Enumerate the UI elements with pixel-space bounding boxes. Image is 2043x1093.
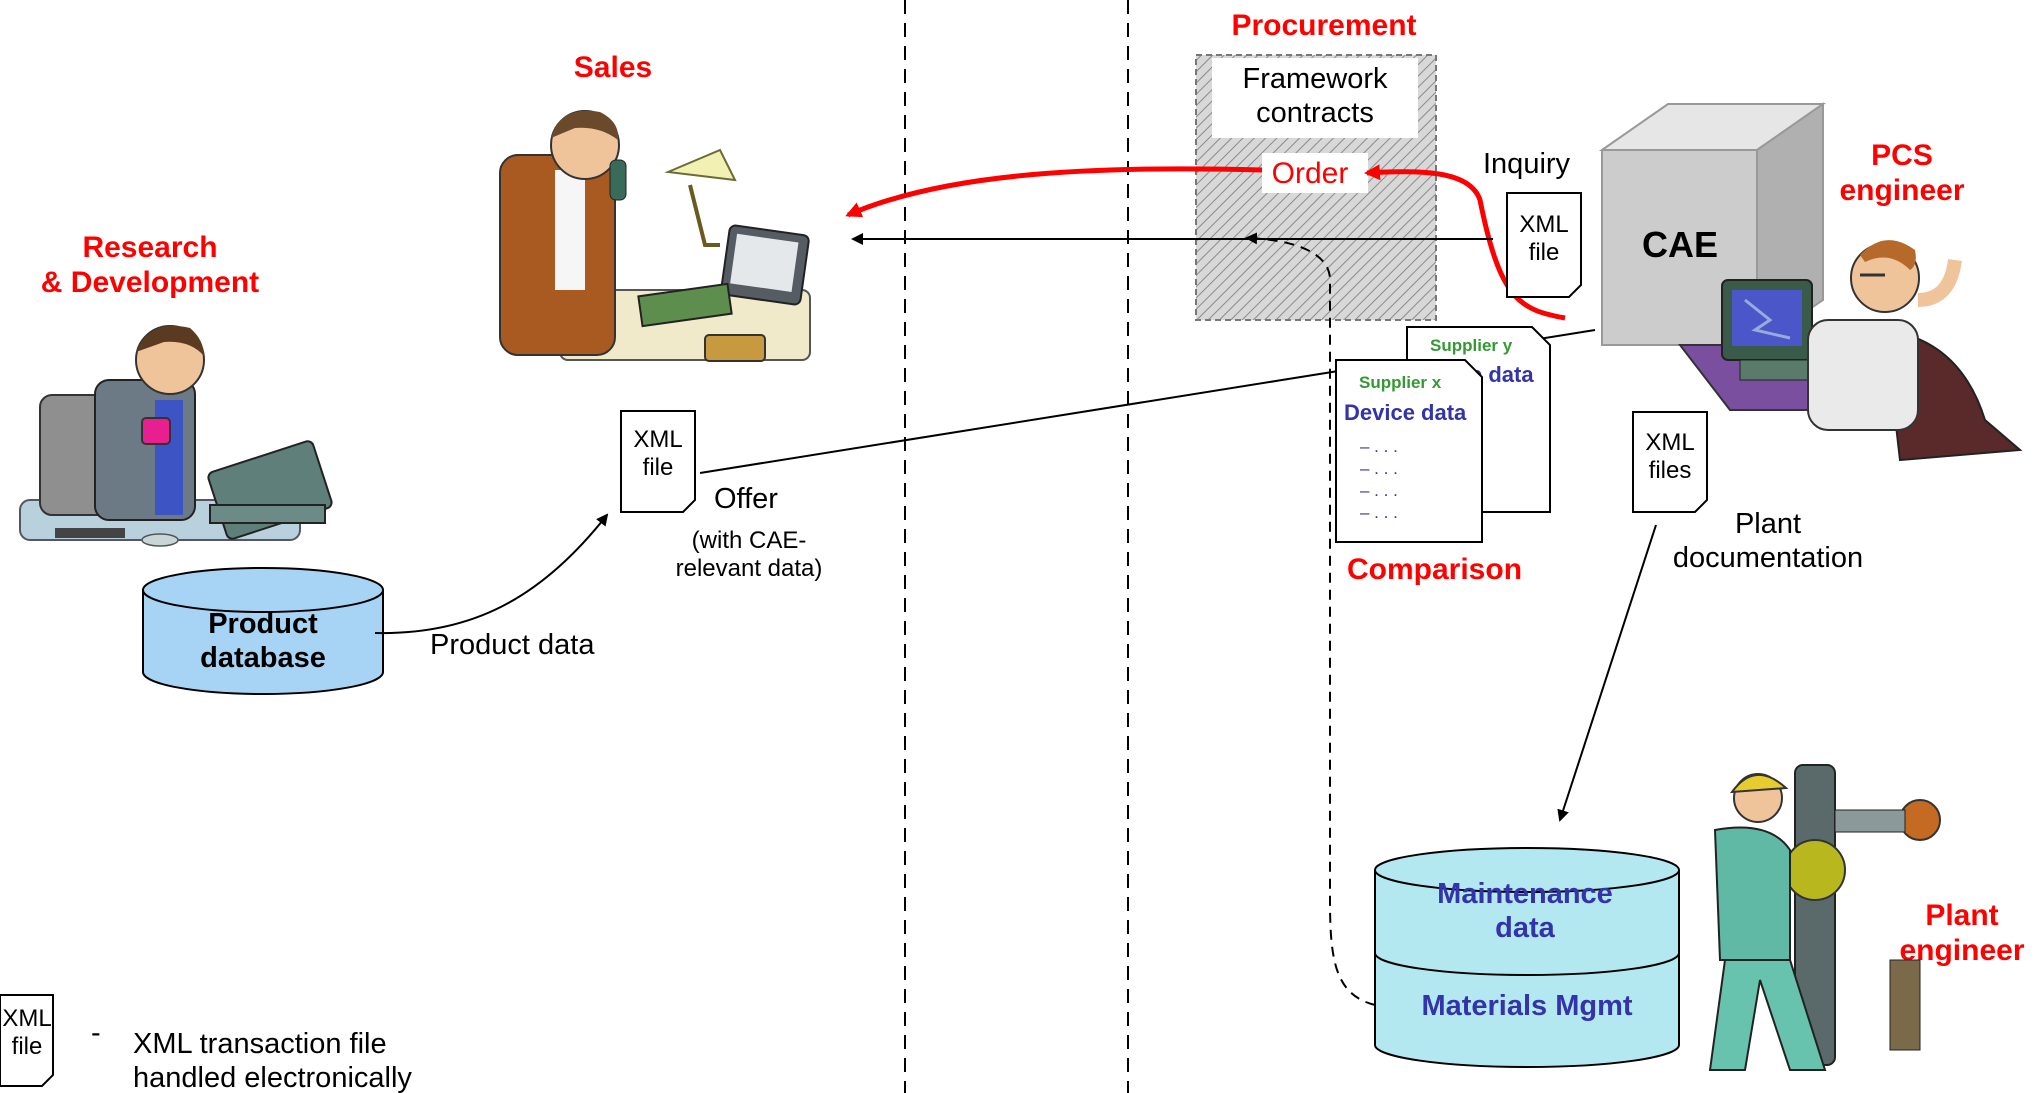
plant-engineer-illustration — [1708, 764, 1941, 1071]
inquiry-label: Inquiry — [1483, 148, 1571, 180]
plant-documentation-arrow — [1557, 524, 1657, 822]
materials-to-procurement-dashed-arrow — [1245, 232, 1376, 1006]
cae-label: CAE — [1642, 224, 1718, 265]
pcs-engineer-illustration — [1677, 240, 2023, 462]
sales-person-illustration — [499, 110, 811, 362]
offer-label: Offer — [714, 483, 778, 515]
legend-dash: - — [91, 1017, 101, 1049]
device-data-list-item-3: – . . . — [1360, 481, 1398, 500]
role-sales-label: Sales — [574, 51, 652, 84]
order-red-arrow-to-procurement — [1364, 164, 1566, 321]
device-data-list-item-2: – . . . — [1360, 459, 1398, 478]
materials-mgmt-label: Materials Mgmt — [1421, 990, 1632, 1022]
role-procurement-label: Procurement — [1231, 9, 1416, 42]
device-data-list-item-1: – . . . — [1360, 437, 1398, 456]
device-data-list-item-4: – . . . — [1360, 503, 1398, 522]
supplier-y-label: Supplier y — [1430, 336, 1513, 355]
product-data-label: Product data — [430, 629, 595, 661]
order-red-arrow-to-sales — [845, 166, 1263, 218]
product-data-arrow — [374, 513, 609, 635]
comparison-label: Comparison — [1347, 553, 1522, 586]
offer-sub-label: (with CAE-relevant data) — [676, 527, 823, 582]
order-label: Order — [1272, 157, 1349, 190]
role-rnd-label: Research& Development — [41, 231, 259, 299]
supplier-x-device-data-label: Device data — [1344, 400, 1467, 425]
supplier-x-document: Supplier x Device data – . . . – . . . –… — [1335, 359, 1483, 543]
rnd-person-illustration — [19, 325, 333, 547]
supplier-x-label: Supplier x — [1359, 373, 1442, 392]
